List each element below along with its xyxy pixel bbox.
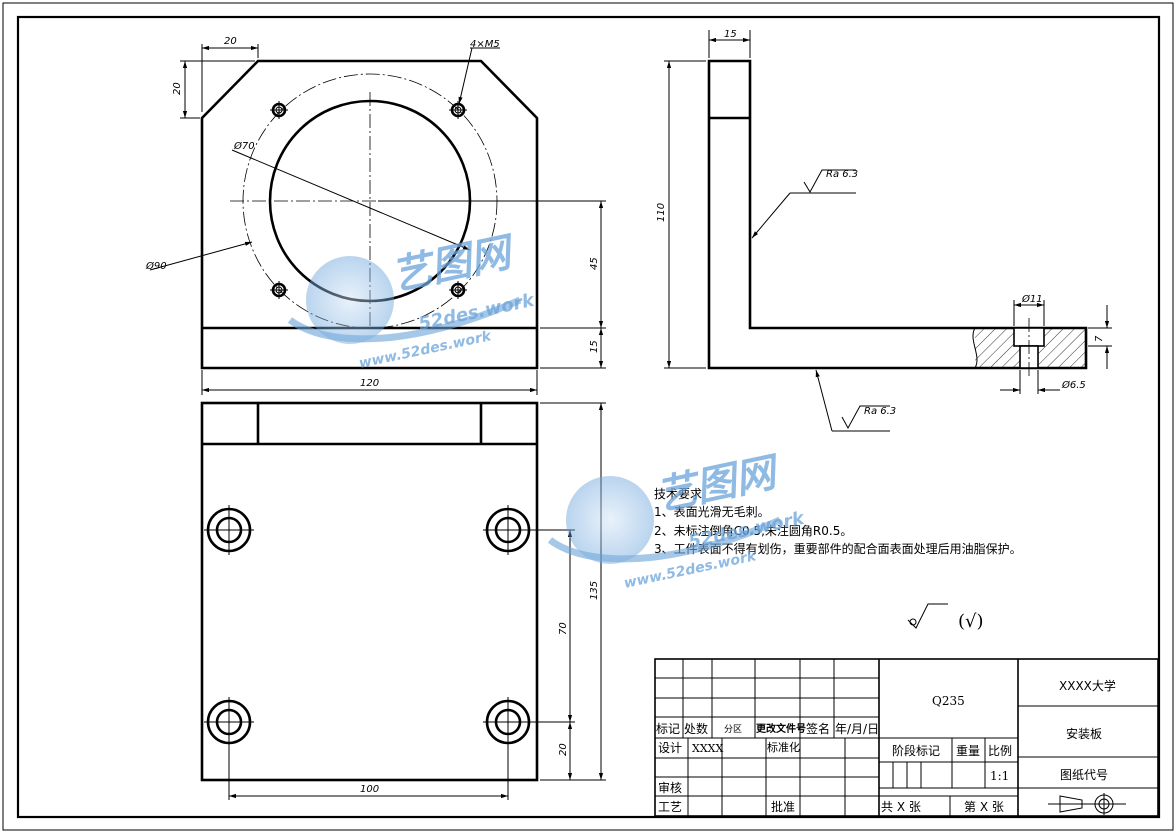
projection-symbol-icon [1048,793,1126,815]
tb-sheet-no: 第 X 张 [964,800,1004,814]
tb-total-sheets: 共 X 张 [881,800,921,814]
tb-standardize: 标准化 [767,740,800,754]
top-hole-br [483,697,533,747]
dim-4xm5: 4×M5 [470,39,500,50]
dim-dia90: Ø90 [145,260,167,272]
dim-135: 135 [589,581,600,600]
dim-dia70: Ø70 [233,140,255,152]
dim-dia11: Ø11 [1021,293,1043,305]
front-hole-tr [449,101,467,119]
dim-70: 70 [558,622,569,635]
front-hole-tl [270,101,288,119]
dim-15-side: 15 [724,29,737,40]
tb-design: 设计 [658,741,682,755]
watermark-brand-1: 艺图网 [388,229,521,300]
tb-signature: 签名 [806,721,830,736]
dim-45: 45 [589,257,600,270]
tech-item-1: 1、表面光滑无毛刺。 [654,505,770,519]
dim-20-left: 20 [172,82,183,95]
tb-process: 工艺 [658,800,682,814]
roughness-lower: Ra 6.3 [864,406,896,417]
tb-date: 年/月/日 [835,722,879,736]
tb-stage-mark: 阶段标记 [892,743,940,758]
tb-mark: 标记 [656,722,680,736]
tb-scale: 1:1 [990,769,1009,783]
tb-designer: XXXX [692,742,723,755]
tb-part-name: 安装板 [1066,726,1102,741]
tb-count: 处数 [684,721,708,736]
front-hole-bl [270,281,288,299]
dim-20-bottom: 20 [558,743,569,756]
roughness-upper: Ra 6.3 [826,169,858,180]
tb-review: 审核 [658,780,682,795]
watermark-globe-icon-2 [566,476,654,564]
watermark-1 [287,256,522,344]
tech-title: 技术要求 [654,487,702,501]
front-hole-br [449,281,467,299]
tb-zone: 分区 [724,724,742,735]
inner-frame [16,15,1161,819]
tb-weight: 重量 [956,744,980,758]
dim-7: 7 [1094,335,1105,342]
general-roughness-mark: (√) [958,611,984,632]
side-view [664,30,1112,432]
tb-approve: 批准 [771,799,795,814]
top-view [200,401,606,800]
tb-change-doc: 更改文件号 [756,722,806,735]
tb-university: XXXX大学 [1059,678,1116,693]
tb-material: Q235 [932,694,965,708]
dim-dia6-5: Ø6.5 [1061,379,1086,391]
dim-15-front: 15 [589,340,600,353]
top-hole-tl [204,505,254,555]
top-hole-bl [204,697,254,747]
tech-item-3: 3、工件表面不得有划伤，重要部件的配合面表面处理后用油脂保护。 [654,541,1022,556]
dim-100: 100 [360,784,379,795]
tb-scale-label: 比例 [988,744,1012,758]
general-roughness-symbol [907,603,948,629]
dim-20-top: 20 [224,36,237,47]
watermark-2 [547,476,782,564]
title-block [654,658,1159,817]
top-hole-tr [483,505,533,555]
dim-110: 110 [656,203,667,222]
dim-120: 120 [360,378,379,389]
front-view [149,44,606,395]
tb-drawing-code: 图纸代号 [1060,768,1108,782]
watermark-globe-icon [306,256,394,344]
